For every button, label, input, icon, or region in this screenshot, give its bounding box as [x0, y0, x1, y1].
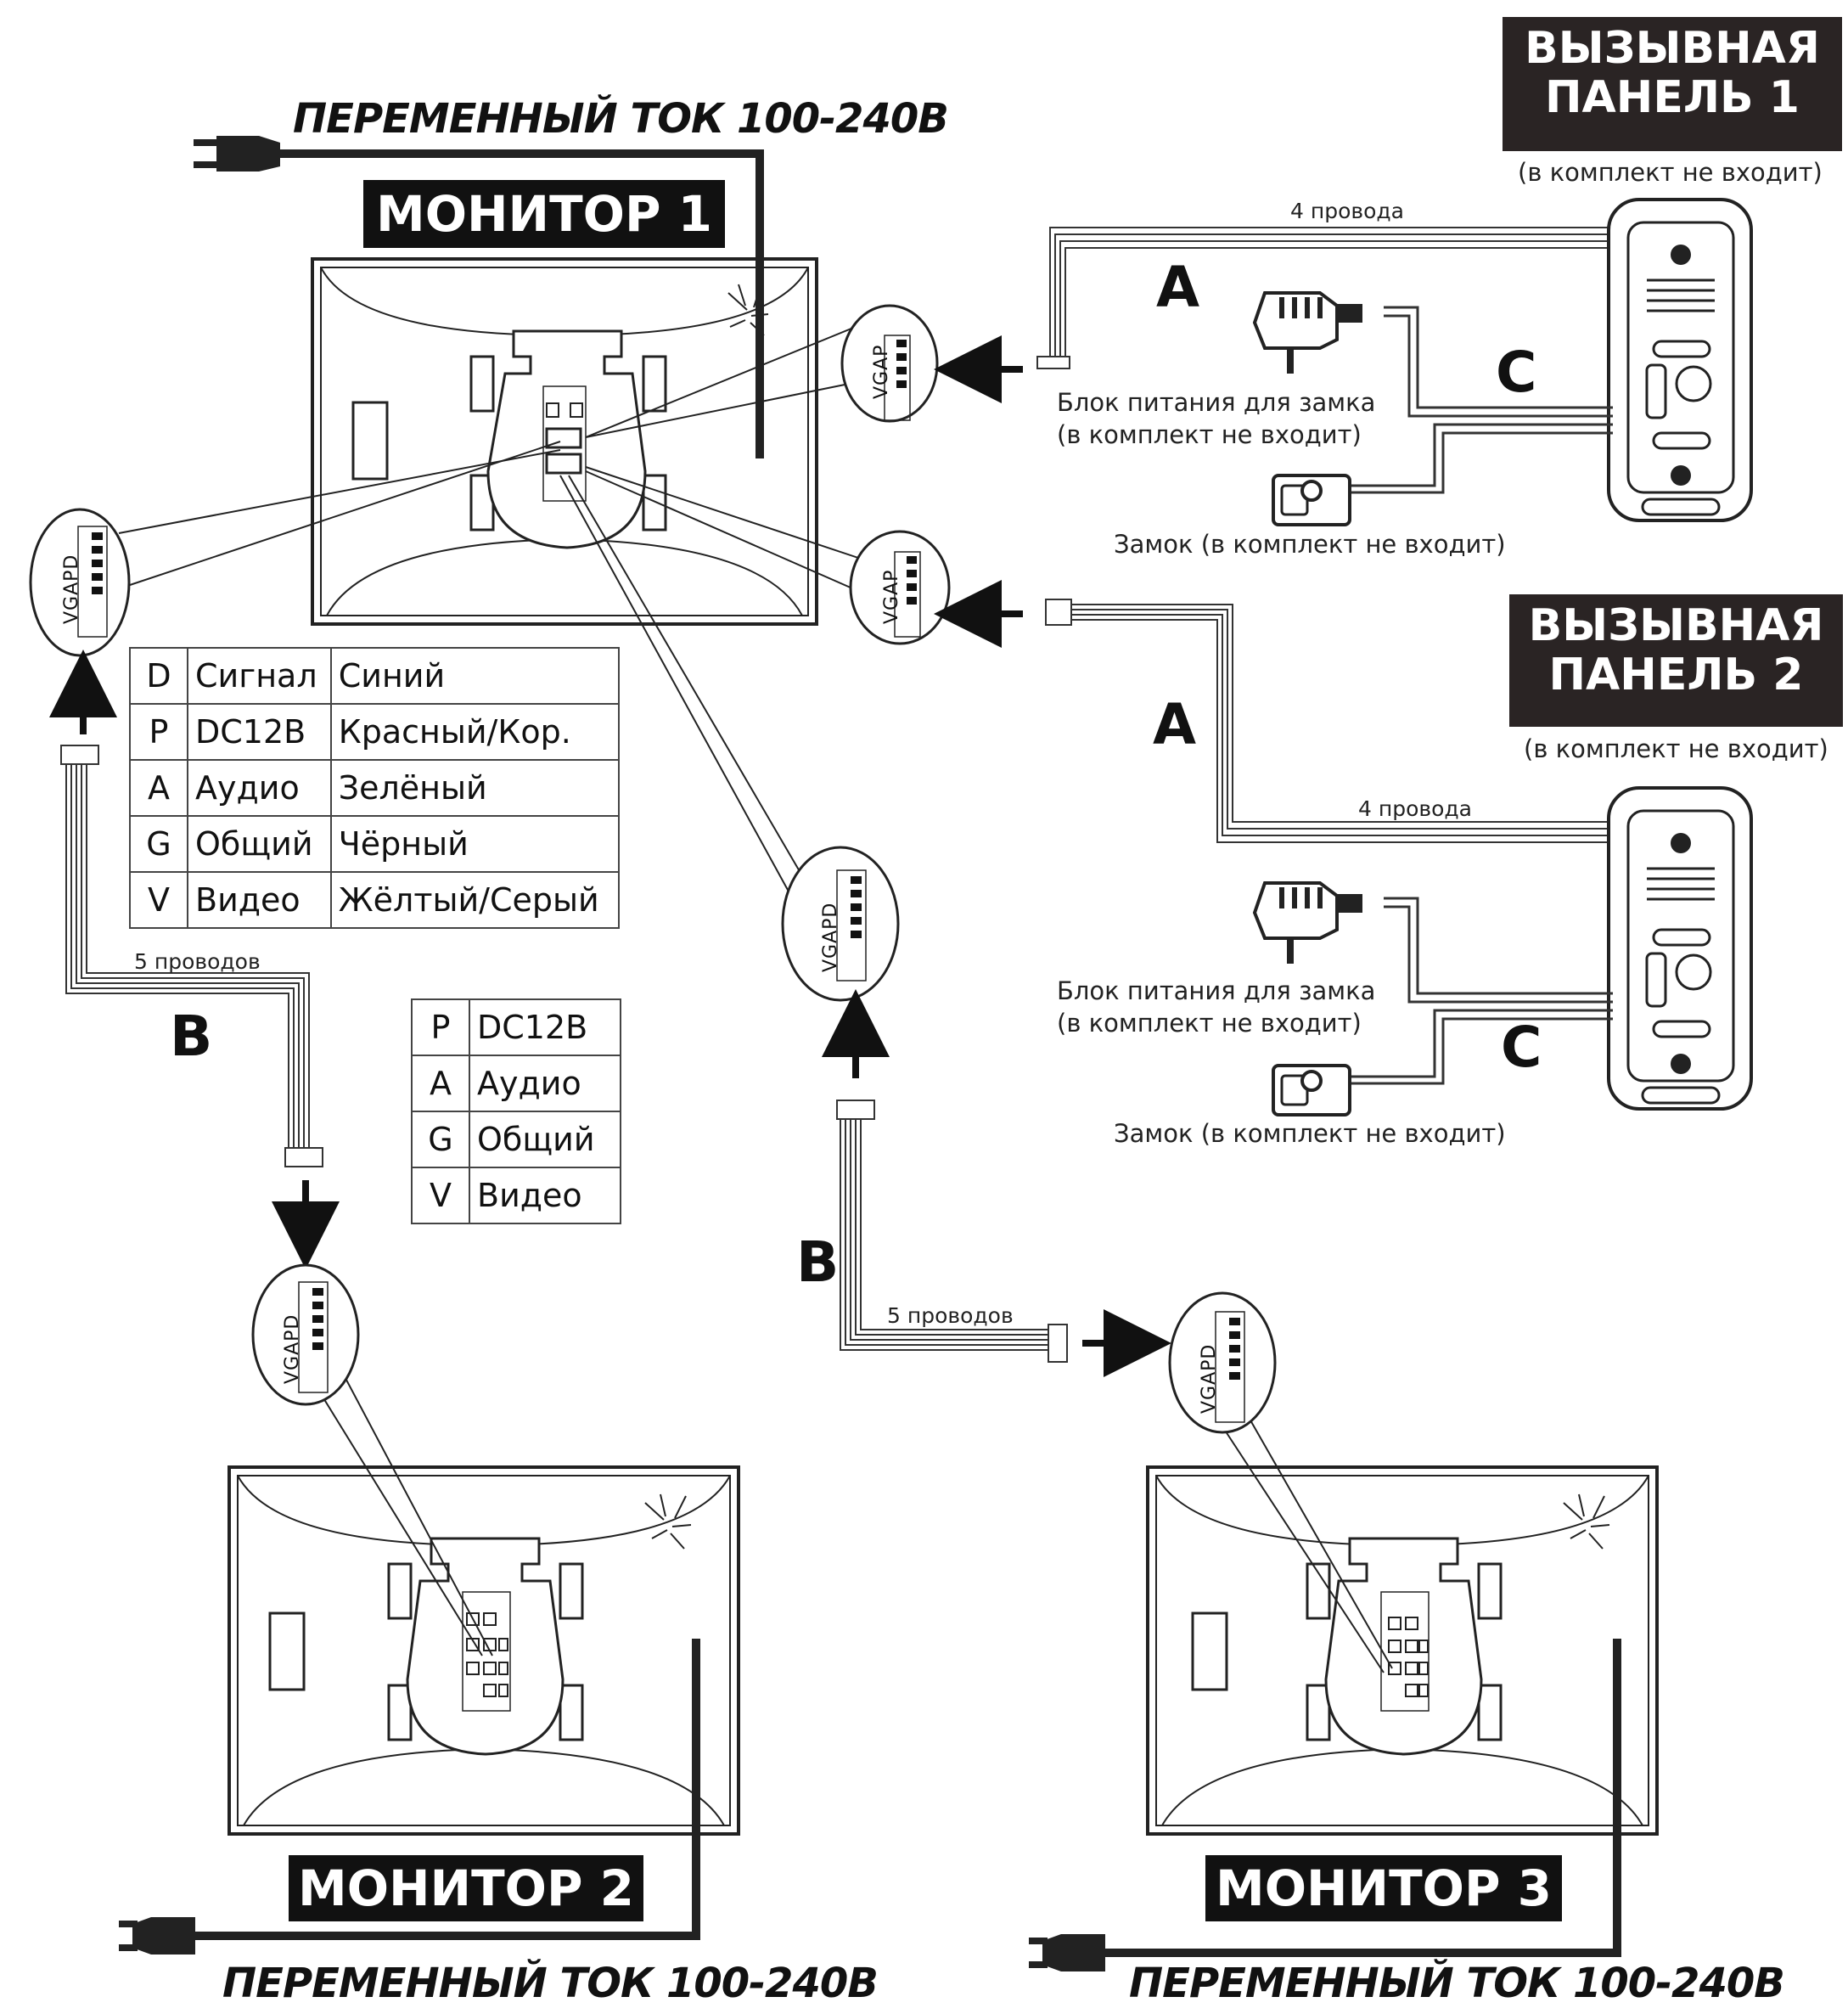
connector-label-panel1: VGAP	[871, 344, 892, 399]
legend-five-name: Видео	[187, 871, 332, 929]
lock-note-1: Замок (в комплект не входит)	[1114, 530, 1506, 559]
lock-power-note-2: Блок питания для замка (в комплект не вх…	[1057, 975, 1375, 1039]
power-adapter-2-icon	[1252, 881, 1362, 964]
lock-wiring-panel2	[1351, 897, 1613, 1085]
cable-letter-c-2: C	[1501, 1015, 1542, 1080]
plug-3-icon	[1029, 1934, 1105, 1971]
legend-five-name: DC12B	[187, 703, 332, 761]
monitor-2-back	[227, 1465, 740, 1836]
legend-five-color: Жёлтый/Серый	[329, 871, 621, 929]
cable-letter-c-1: C	[1496, 340, 1537, 405]
legend-five-color: Красный/Кор.	[329, 703, 621, 761]
cable-b-middle	[836, 1100, 1068, 1363]
legend-five-key: P	[129, 703, 188, 761]
wire-count-b-middle: 5 проводов	[887, 1303, 1014, 1328]
legend-four-name: DC12B	[469, 998, 621, 1056]
legend-five-key: G	[129, 815, 188, 873]
lock-note-2: Замок (в комплект не входит)	[1114, 1119, 1506, 1148]
lock-power-note-1: Блок питания для замка (в комплект не вх…	[1057, 386, 1375, 451]
legend-four-name: Общий	[469, 1111, 621, 1168]
legend-four-key: V	[411, 1167, 470, 1224]
connector-label-panel2: VGAP	[881, 569, 902, 624]
bubble-monitor3	[1168, 1291, 1277, 1434]
legend-five-color: Зелёный	[329, 759, 621, 817]
cable-letter-b-1: B	[170, 1004, 213, 1069]
cable-letter-a-1: A	[1156, 255, 1200, 320]
plug-1-icon	[194, 136, 280, 172]
connector-label-monitor3: VGAPD	[1199, 1343, 1220, 1414]
lock-2-icon	[1272, 1064, 1351, 1116]
bubble-monitor1-out-left	[29, 508, 131, 657]
call-panel-1	[1607, 198, 1753, 522]
bubble-monitor2	[251, 1263, 360, 1406]
legend-five-key: A	[129, 759, 188, 817]
lock-power-2-line2: (в комплект не входит)	[1057, 1009, 1362, 1038]
lock-power-2-line1: Блок питания для замка	[1057, 976, 1376, 1005]
legend-five-name: Общий	[187, 815, 332, 873]
cable-a-panel1	[1036, 227, 1613, 369]
monitor-2-title: МОНИТОР 2	[289, 1855, 643, 1921]
call-panel-2-title-line2: ПАНЕЛЬ 2	[1548, 650, 1804, 701]
legend-four-key: P	[411, 998, 470, 1056]
cable-letter-a-2: A	[1153, 692, 1197, 757]
plug-2-icon	[119, 1917, 195, 1955]
wire-count-a-panel1: 4 провода	[1290, 199, 1404, 223]
call-panel-1-title-line2: ПАНЕЛЬ 1	[1545, 72, 1800, 124]
legend-four-name: Аудио	[469, 1055, 621, 1112]
call-panel-2-title-line1: ВЫЗЫВНАЯ	[1528, 600, 1824, 651]
call-panel-2	[1607, 786, 1753, 1111]
power-cord-3	[1104, 1639, 1621, 1957]
legend-five-name: Аудио	[187, 759, 332, 817]
ac-label-monitor2: ПЕРЕМЕННЫЙ ТОК 100-240В	[222, 1960, 879, 2007]
lock-power-1-line1: Блок питания для замка	[1057, 388, 1376, 417]
legend-five-key: V	[129, 871, 188, 929]
power-cord-1	[280, 149, 764, 458]
lock-wiring-panel1	[1351, 306, 1613, 494]
legend-five-key: D	[129, 647, 188, 705]
ac-label-monitor3: ПЕРЕМЕННЫЙ ТОК 100-240В	[1129, 1960, 1785, 2007]
lock-1-icon	[1272, 474, 1351, 526]
legend-four-name: Видео	[469, 1167, 621, 1224]
legend-four-key: A	[411, 1055, 470, 1112]
cable-b-left	[60, 745, 323, 1167]
cable-letter-b-2: B	[796, 1229, 840, 1295]
power-cord-2	[195, 1639, 700, 1940]
monitor-1-title: МОНИТОР 1	[363, 180, 725, 248]
monitor-3-back	[1146, 1465, 1659, 1836]
call-panel-2-title: ВЫЗЫВНАЯ ПАНЕЛЬ 2	[1509, 594, 1843, 727]
legend-five-color: Синий	[329, 647, 621, 705]
call-panel-1-note: (в комплект не входит)	[1518, 158, 1823, 187]
connector-label-middle: VGAPD	[820, 902, 841, 972]
call-panel-2-note: (в комплект не входит)	[1524, 734, 1828, 763]
connector-label-monitor2: VGAPD	[282, 1313, 303, 1384]
wire-count-b-left: 5 проводов	[134, 949, 261, 974]
wire-count-a-panel2: 4 провода	[1358, 796, 1472, 821]
call-panel-1-title: ВЫЗЫВНАЯ ПАНЕЛЬ 1	[1503, 17, 1842, 151]
legend-five-color: Чёрный	[329, 815, 621, 873]
legend-five-name: Сигнал	[187, 647, 332, 705]
power-adapter-1-icon	[1252, 291, 1362, 374]
cable-a-panel2	[1045, 599, 1613, 843]
bubble-monitor1-out-down	[781, 846, 900, 1002]
call-panel-1-title-line1: ВЫЗЫВНАЯ	[1525, 23, 1820, 74]
connector-label-left: VGAPD	[61, 554, 82, 624]
legend-four-key: G	[411, 1111, 470, 1168]
ac-label-monitor1: ПЕРЕМЕННЫЙ ТОК 100-240В	[293, 95, 949, 143]
monitor-3-title: МОНИТОР 3	[1205, 1855, 1562, 1921]
monitor-1-back	[311, 257, 818, 626]
lock-power-1-line2: (в комплект не входит)	[1057, 420, 1362, 449]
